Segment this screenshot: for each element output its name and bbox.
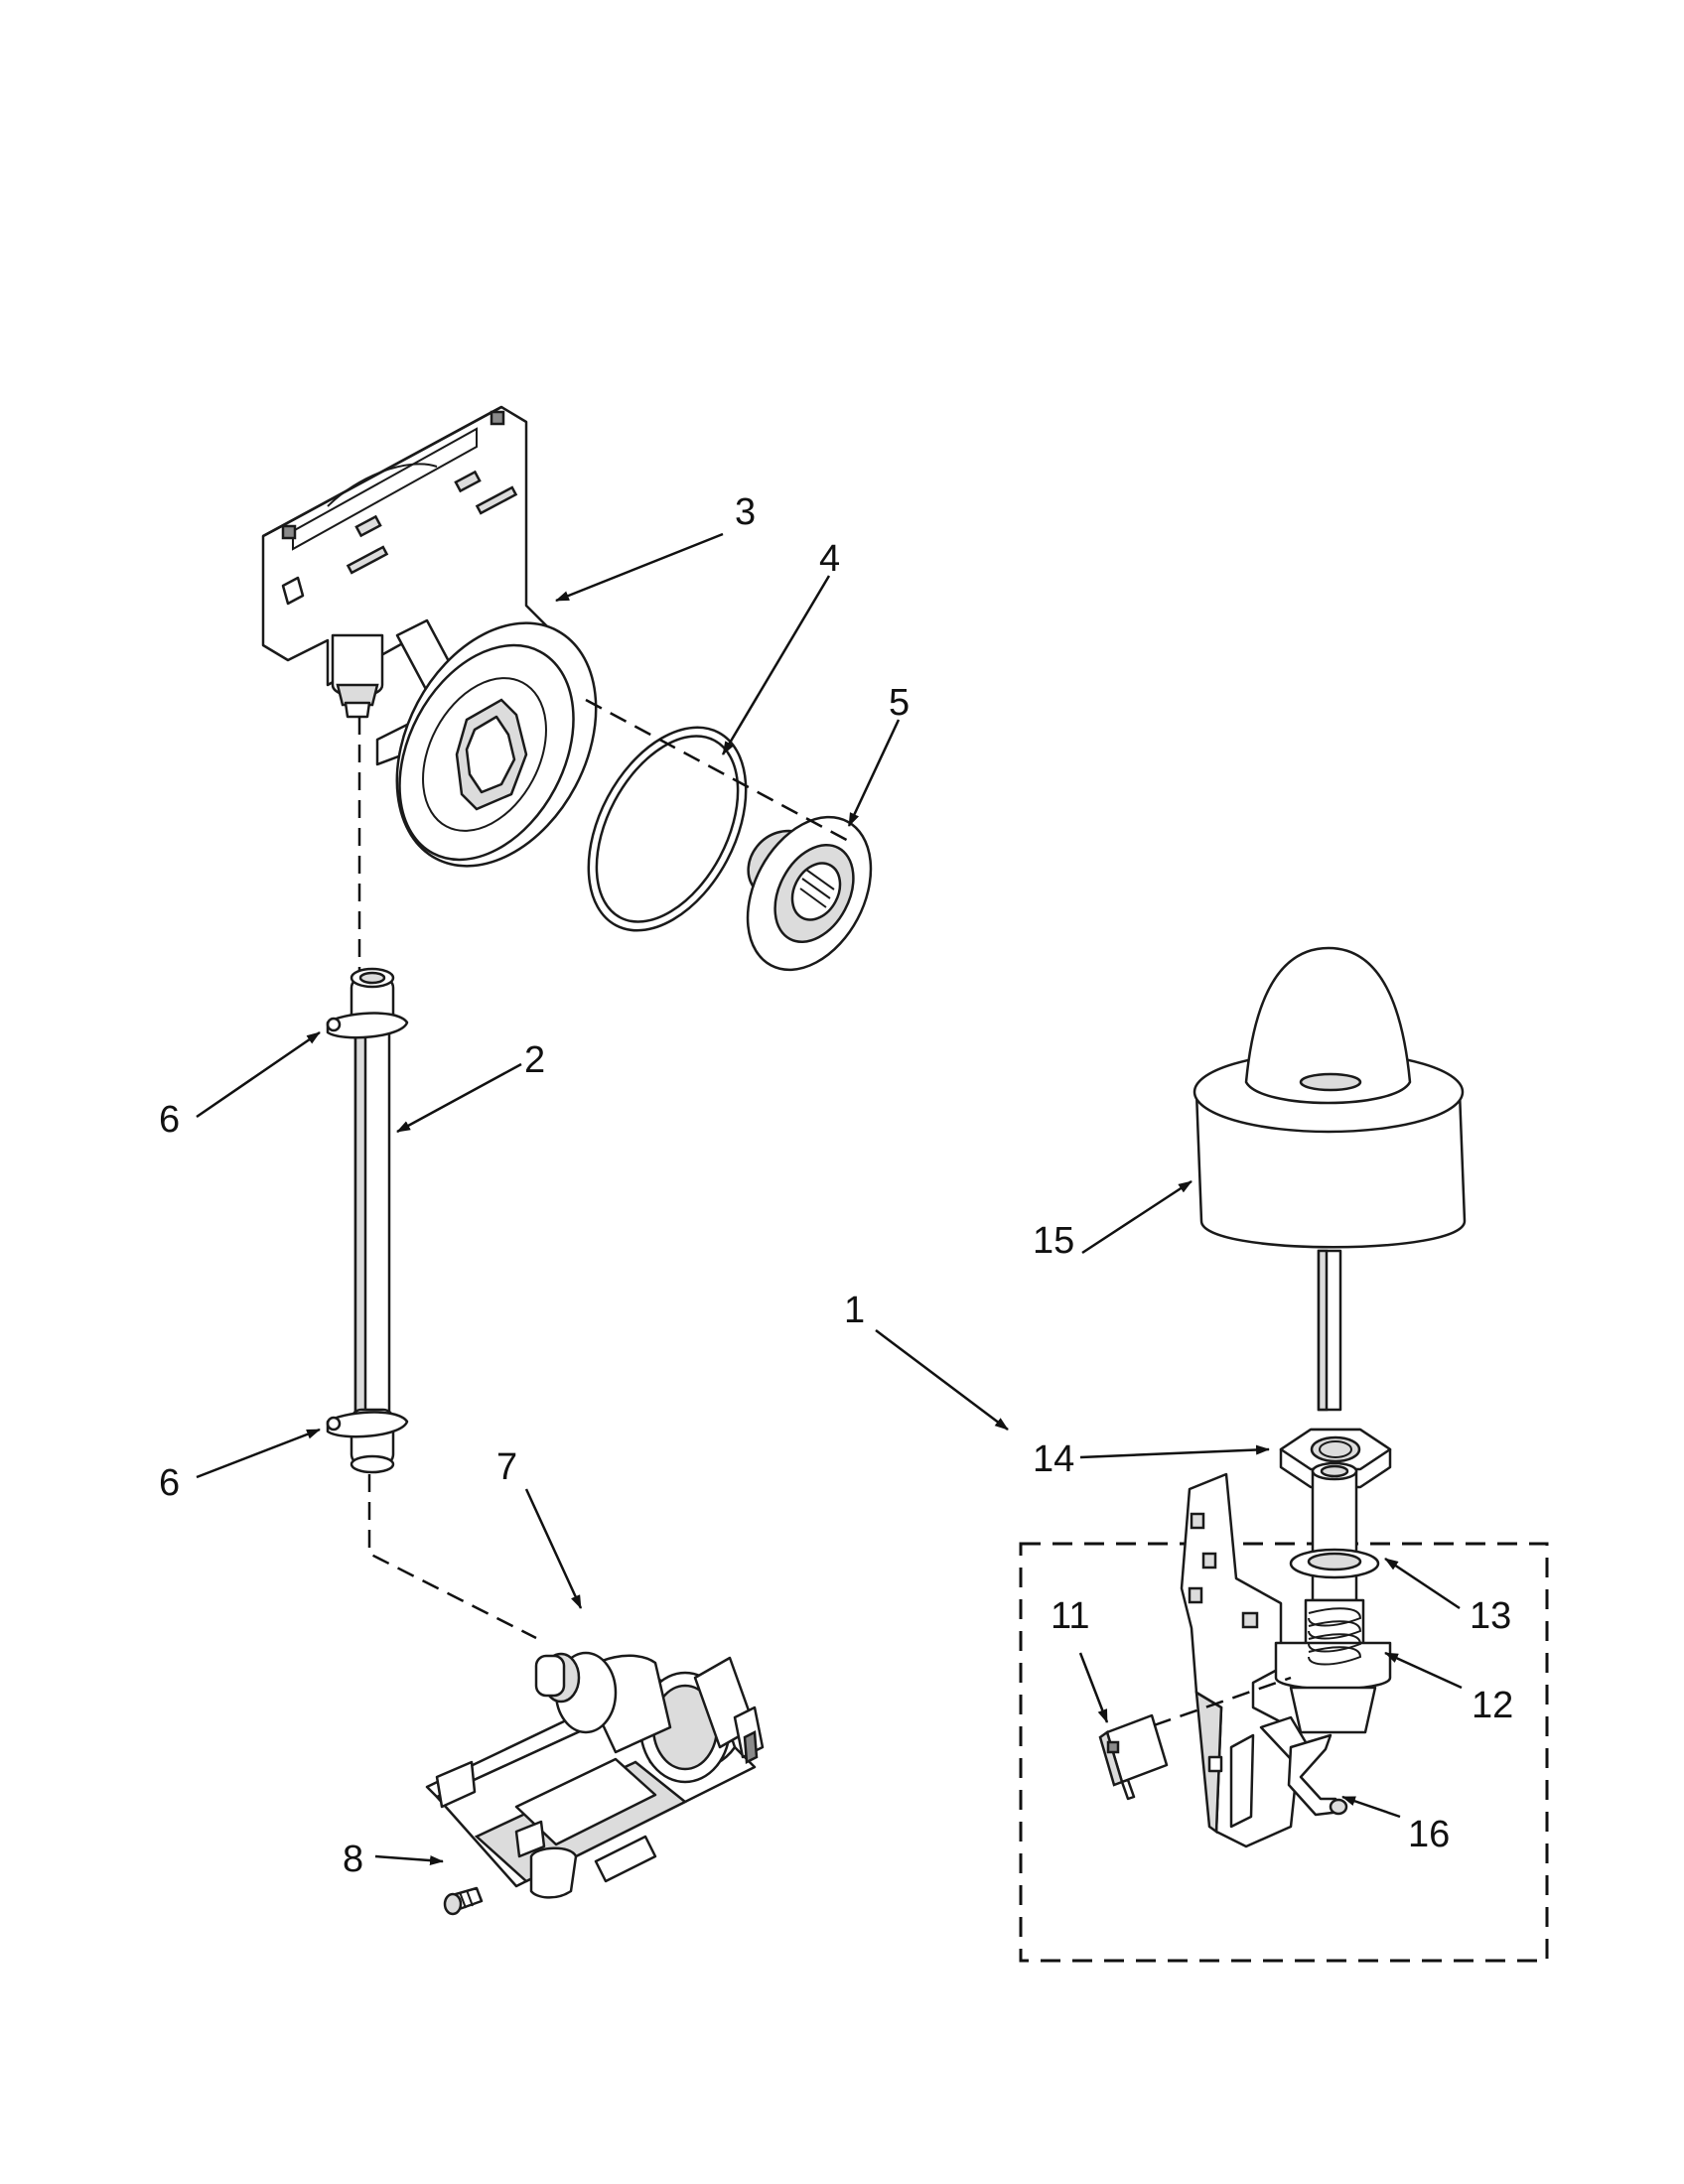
part-ring-gasket (587, 726, 748, 932)
callout-4: 4 (819, 538, 840, 580)
part-hex-nut (1279, 1428, 1392, 1489)
part-tube (350, 717, 395, 1474)
assembly-boundary (1019, 1542, 1549, 1963)
part-switch-bracket (1180, 1472, 1311, 1848)
part-spring (1308, 1607, 1362, 1666)
callout-6a: 6 (159, 1099, 180, 1141)
assembly-guide-line (585, 698, 855, 846)
callout-15: 15 (1033, 1220, 1074, 1262)
callout-3: 3 (735, 491, 756, 533)
callout-16: 16 (1408, 1814, 1450, 1855)
part-lever-arm (1287, 1733, 1348, 1817)
callout-6b: 6 (159, 1462, 180, 1504)
callout-11: 11 (1051, 1595, 1089, 1637)
callout-1: 1 (844, 1290, 865, 1331)
callout-12: 12 (1472, 1685, 1513, 1726)
part-shaft (1274, 1461, 1392, 1734)
part-washer (1289, 1548, 1380, 1579)
leader-lines (196, 532, 1463, 1866)
part-microswitch (1098, 1713, 1169, 1801)
callout-7: 7 (496, 1446, 517, 1488)
part-float-cap (1193, 946, 1467, 1412)
callout-2: 2 (524, 1039, 545, 1081)
assembly-guide-line (1153, 1676, 1292, 1727)
callout-13: 13 (1470, 1595, 1511, 1637)
part-clamp-top (326, 1012, 409, 1039)
callout-14: 14 (1033, 1438, 1074, 1480)
part-screw (443, 1886, 484, 1916)
part-clamp-bottom (326, 1411, 409, 1438)
part-housing-disc (395, 621, 598, 868)
part-filter-cap (746, 815, 873, 972)
assembly-guide-line (367, 1474, 537, 1640)
callout-5: 5 (889, 682, 910, 724)
callout-8: 8 (343, 1839, 363, 1880)
part-valve-assembly (425, 1651, 765, 1899)
